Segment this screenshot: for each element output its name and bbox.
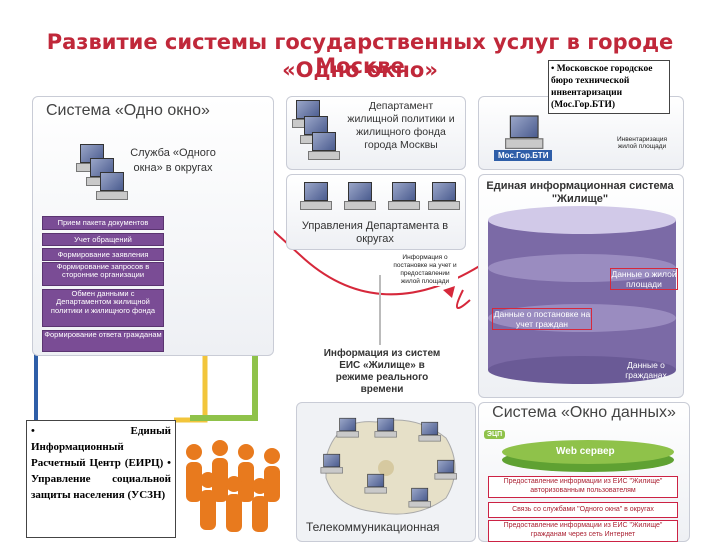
data-window-item[interactable]: Связь со службами "Одного окна" в округа…	[488, 502, 678, 518]
department-offices-label: Управления Департамента в округах	[301, 220, 449, 245]
info-note: Информация о постановке на учет и предос…	[392, 254, 458, 286]
computer-icon	[96, 172, 128, 200]
service-item[interactable]: Формирование запросов в сторонние органи…	[42, 262, 164, 286]
mosgorbti-badge: Мос.Гор.БТИ	[494, 150, 553, 161]
service-item[interactable]: Прием пакета документов	[42, 216, 164, 230]
computer-icon	[388, 182, 420, 210]
computer-icon	[408, 487, 431, 508]
service-item[interactable]: Формирование заявления	[42, 248, 164, 261]
computer-icon	[308, 132, 340, 160]
service-item[interactable]: Формирование ответа гражданам	[42, 330, 164, 352]
telecom-label: Телекоммуникационная	[306, 520, 440, 534]
computer-icon	[364, 473, 387, 494]
web-server-icon	[502, 440, 674, 472]
computer-icon	[320, 453, 343, 474]
data-window-title: Система «Окно данных»	[492, 404, 676, 421]
data-citizens-label: Данные о гражданах	[625, 360, 667, 380]
department-label: Департамент жилищной политики и жилищног…	[347, 100, 455, 151]
computer-icon	[418, 421, 441, 442]
computer-icon	[344, 182, 376, 210]
system-one-window-title: Система «Одно окно»	[46, 102, 210, 119]
web-server-label: Web сервер	[556, 446, 615, 457]
data-queue-box: Данные о постановке на учет граждан	[492, 308, 592, 330]
computer-icon	[336, 417, 359, 438]
eis-title: Единая информационная система "Жилище"	[486, 180, 674, 205]
eds-badge: ЭЦП	[484, 430, 506, 439]
eirc-note: • Единый Информационный Расчетный Центр …	[26, 420, 176, 538]
data-window-item[interactable]: Предоставление информации из ЕИС "Жилище…	[488, 520, 678, 542]
computer-icon	[505, 115, 544, 149]
database-cylinder	[488, 206, 676, 384]
computer-icon	[428, 182, 460, 210]
service-item[interactable]: Обмен данными с Департаментом жилищной п…	[42, 289, 164, 327]
page-subtitle: «Одно окно»	[282, 58, 438, 82]
data-window-item[interactable]: Предоставление информации из ЕИС "Жилище…	[488, 476, 678, 498]
inventory-note: Инвентаризация жилой площади	[616, 136, 668, 150]
data-window-panel	[478, 402, 690, 542]
info-eis-label: Информация из систем ЕИС «Жилище» в режи…	[323, 348, 441, 395]
citizens-icon	[186, 440, 280, 532]
bti-note: • Московское городское бюро технической …	[548, 60, 670, 114]
computer-icon	[374, 417, 397, 438]
computer-icon	[300, 182, 332, 210]
service-label: Служба «Одного окна» в округах	[130, 147, 216, 174]
computer-icon	[434, 459, 457, 480]
data-housing-box: Данные о жилой площади	[610, 268, 678, 290]
page-title: Развитие системы государственных услуг в…	[46, 30, 674, 78]
service-item[interactable]: Учет обращений	[42, 233, 164, 246]
